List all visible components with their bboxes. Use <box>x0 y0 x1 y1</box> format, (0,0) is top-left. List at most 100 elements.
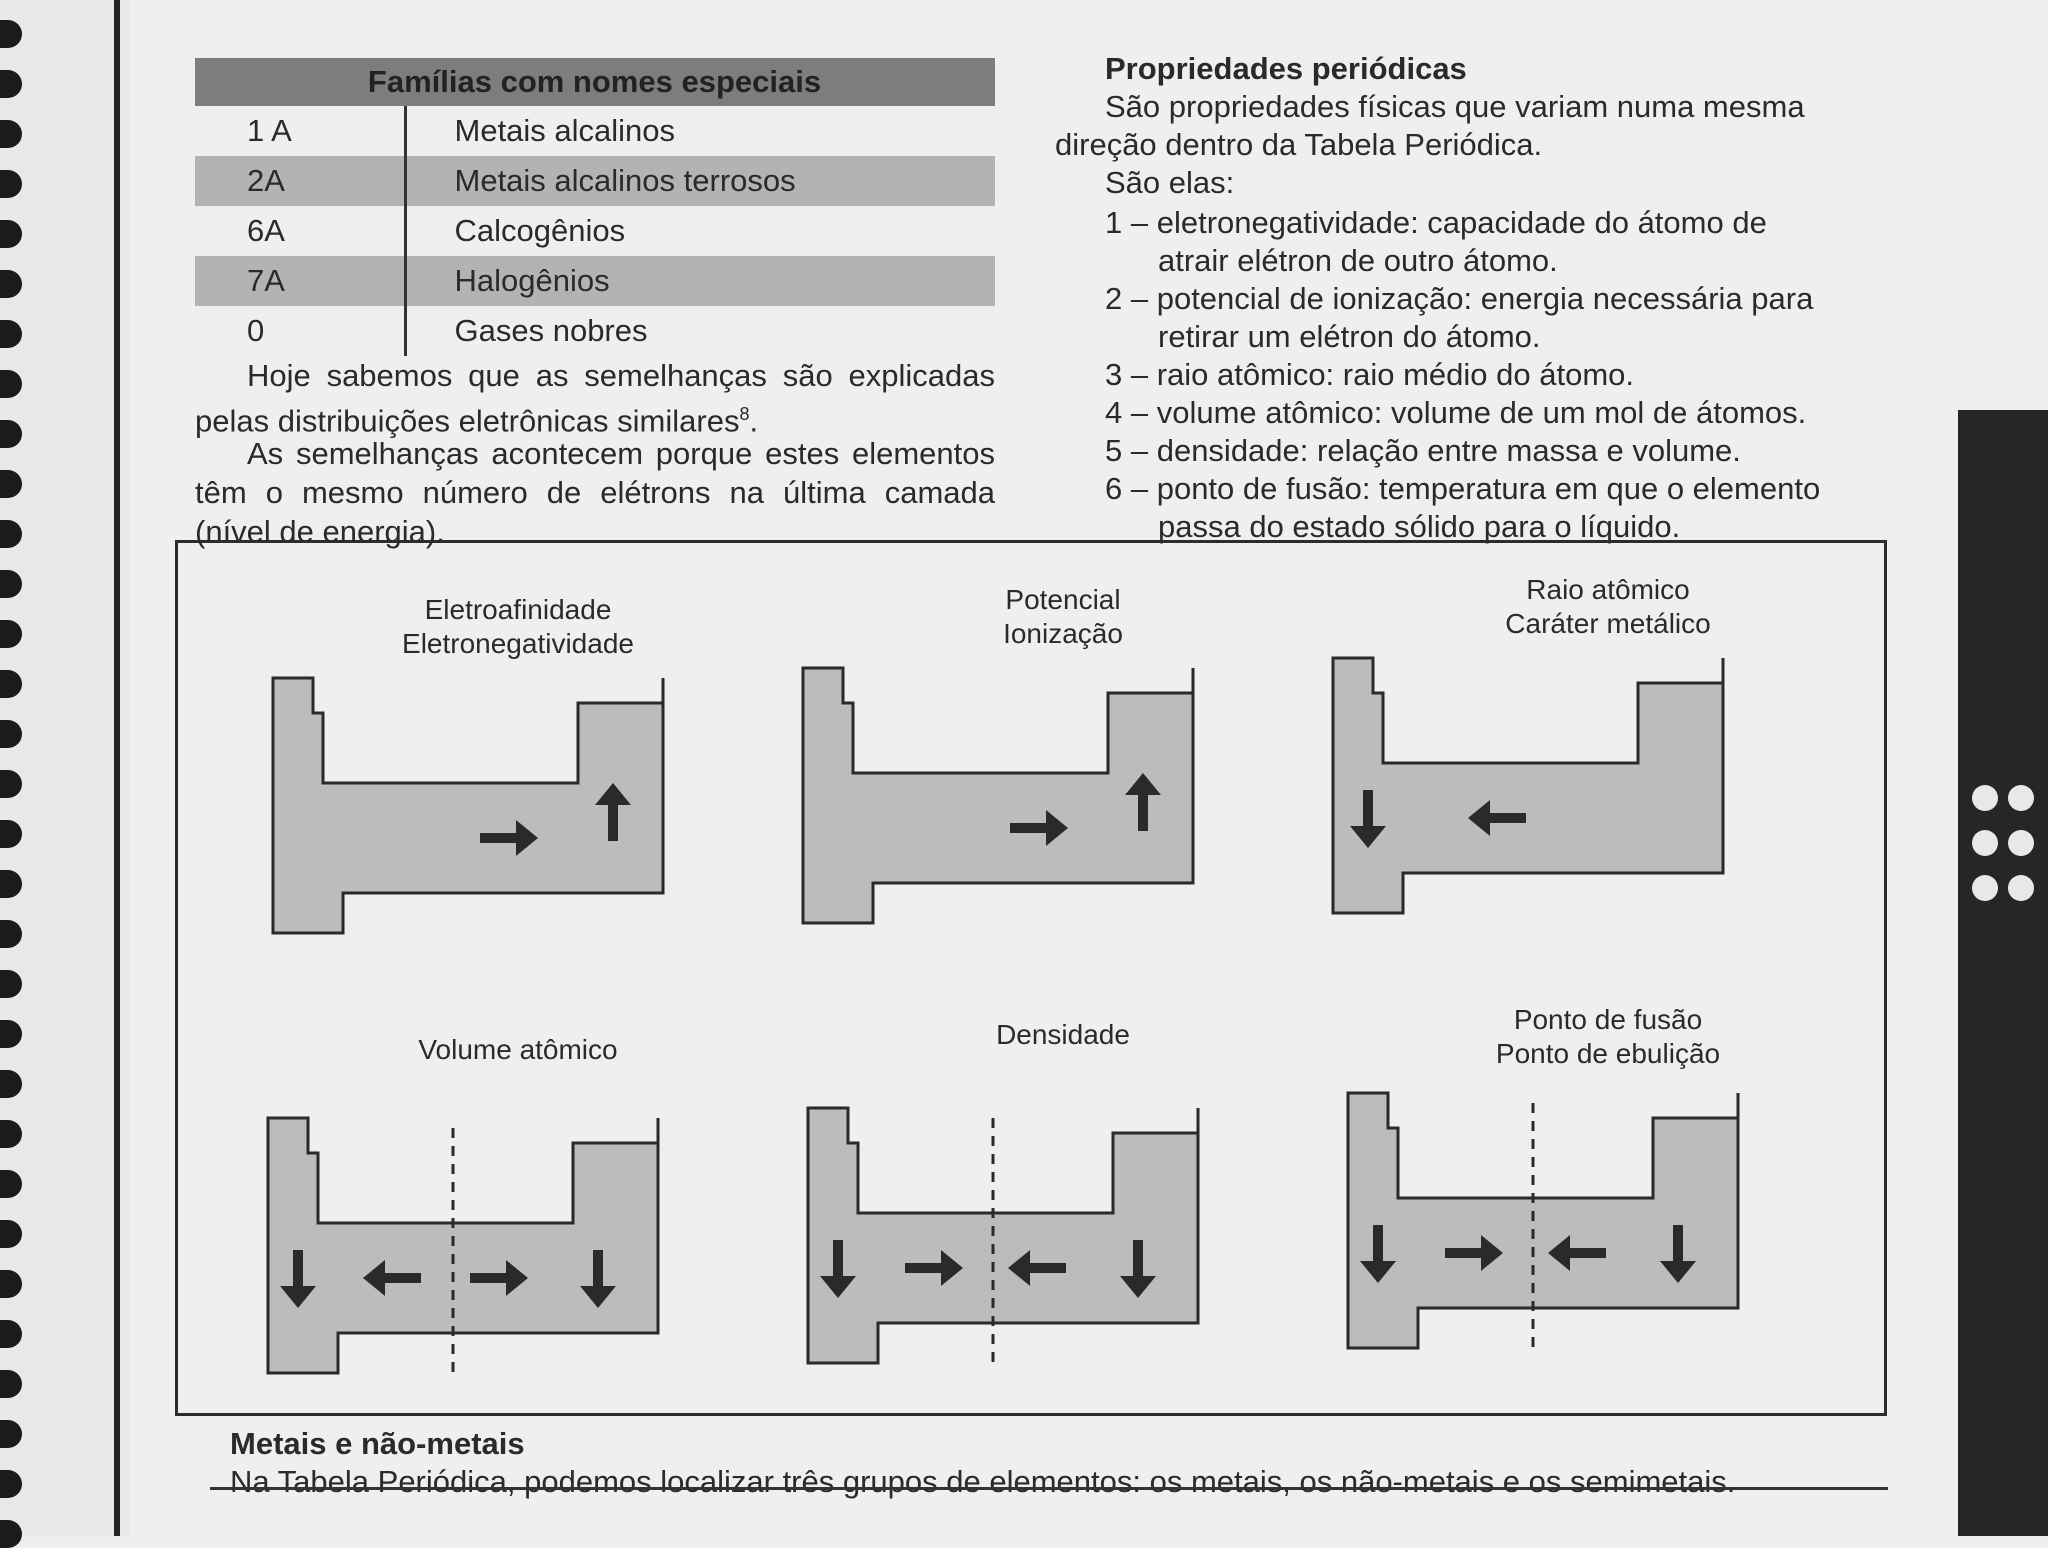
diagram-caption: Potencial Ionização <box>893 583 1233 651</box>
binding-ring <box>0 70 22 98</box>
periodic-table-diagram-atomic-radius <box>1331 656 1725 915</box>
metals-section: Metais e não-metais Na Tabela Periódica,… <box>230 1425 1735 1501</box>
arrow-down-icon <box>1350 790 1386 848</box>
binding-ring <box>0 20 22 48</box>
arrow-up-icon <box>595 783 631 841</box>
decor-hole <box>1972 875 1998 901</box>
section-intro: São propriedades físicas que variam numa… <box>1055 89 1805 162</box>
periodic-table-diagram-atomic-volume <box>266 1116 660 1378</box>
binding-ring <box>0 970 22 998</box>
table-row: 1 A Metais alcalinos <box>195 106 995 156</box>
caption-line: Ionização <box>1003 618 1123 649</box>
similarity-paragraph-2: As semelhanças acontecem porque estes el… <box>195 434 995 551</box>
table-row: 0 Gases nobres <box>195 306 995 356</box>
periodic-table-outline <box>266 1116 660 1375</box>
list-item: 4 – volume atômico: volume de um mol de … <box>1105 395 1807 430</box>
periodic-properties-section: Propriedades periódicas São propriedades… <box>1055 50 1835 546</box>
table-row: 6A Calcogênios <box>195 206 995 256</box>
list-item: 2 – potencial de ionização: energia nece… <box>1105 281 1814 354</box>
family-name-cell: Calcogênios <box>454 213 626 248</box>
periodic-table-outline <box>271 676 665 935</box>
list-item: 5 – densidade: relação entre massa e vol… <box>1105 433 1741 468</box>
periodic-table-diagram-ionization <box>801 666 1195 925</box>
section-text: Na Tabela Periódica, podemos localizar t… <box>230 1464 1736 1499</box>
diagram-caption: Raio atômico Caráter metálico <box>1408 573 1808 641</box>
decor-hole <box>2008 830 2034 856</box>
periodic-table-outline <box>1346 1091 1740 1350</box>
binding-ring <box>0 570 22 598</box>
binding-ring <box>0 820 22 848</box>
binding-ring <box>0 920 22 948</box>
arrow-left-icon <box>1008 1250 1066 1286</box>
caption-line: Ponto de ebulição <box>1495 1038 1721 1069</box>
group-cell: 7A <box>195 256 407 306</box>
caption-line: Eletroafinidade <box>424 594 612 625</box>
arrow-left-icon <box>1468 800 1526 836</box>
binding-ring <box>0 870 22 898</box>
binding-ring <box>0 120 22 148</box>
family-name-cell: Metais alcalinos <box>454 113 676 148</box>
arrow-right-icon <box>470 1260 528 1296</box>
similarity-paragraph: Hoje sabemos que as semelhanças são expl… <box>195 356 995 440</box>
diagram-caption: Densidade <box>893 1018 1233 1052</box>
group-cell: 2A <box>195 156 407 206</box>
binding-ring <box>0 1270 22 1298</box>
caption-line: Caráter metálico <box>1505 608 1711 639</box>
family-name-cell: Metais alcalinos terrosos <box>405 156 995 206</box>
family-name-cell: Gases nobres <box>454 313 648 348</box>
periodic-table-outline <box>1331 656 1725 915</box>
periodic-table-diagram-electronegativity <box>271 676 665 935</box>
arrow-down-icon <box>1120 1240 1156 1298</box>
footnote-ref: 8 <box>739 404 750 424</box>
arrow-down-icon <box>1660 1225 1696 1283</box>
binding-ring <box>0 420 22 448</box>
decor-hole <box>1972 830 1998 856</box>
binding-ring <box>0 1520 22 1548</box>
binding-ring <box>0 1170 22 1198</box>
binding-ring <box>0 1120 22 1148</box>
paragraph-text: As semelhanças acontecem porque estes el… <box>195 436 995 549</box>
binding-ring <box>0 1470 22 1498</box>
decor-hole <box>1972 785 1998 811</box>
arrow-down-icon <box>1360 1225 1396 1283</box>
caption-line: Ponto de fusão <box>1513 1004 1703 1035</box>
periodic-table-diagram-melting-point <box>1346 1091 1740 1353</box>
paragraph-text: Hoje sabemos que as semelhanças são expl… <box>195 358 995 439</box>
list-intro: São elas: <box>1105 165 1235 200</box>
arrow-right-icon <box>480 820 538 856</box>
caption-line: Raio atômico <box>1526 574 1690 605</box>
binding-ring <box>0 220 22 248</box>
arrow-down-icon <box>580 1250 616 1308</box>
table-row: 7A Halogênios <box>195 256 995 306</box>
binding-ring <box>0 520 22 548</box>
diagram-caption: Ponto de fusão Ponto de ebulição <box>1408 1003 1808 1071</box>
arrow-right-icon <box>1445 1235 1503 1271</box>
caption-line: Potencial <box>1005 584 1121 615</box>
family-name-cell: Halogênios <box>405 256 995 306</box>
binding-ring <box>0 320 22 348</box>
notebook-binding <box>0 0 130 1548</box>
caption-line: Volume atômico <box>418 1034 618 1065</box>
binding-ring <box>0 670 22 698</box>
arrow-down-icon <box>280 1250 316 1308</box>
group-cell: 1 A <box>195 106 407 156</box>
diagram-caption: Eletroafinidade Eletronegatividade <box>348 593 688 661</box>
properties-list: 1 – eletronegatividade: capacidade do át… <box>1055 204 1835 546</box>
families-table-header: Famílias com nomes especiais <box>195 58 995 106</box>
list-item: 1 – eletronegatividade: capacidade do át… <box>1105 205 1767 278</box>
list-item: 6 – ponto de fusão: temperatura em que o… <box>1105 471 1821 544</box>
table-row: 2A Metais alcalinos terrosos <box>195 156 995 206</box>
periodic-table-outline <box>806 1106 1200 1365</box>
binding-ring <box>0 170 22 198</box>
right-edge-decoration <box>1958 410 2048 1536</box>
binding-ring <box>0 470 22 498</box>
arrow-right-icon <box>1010 810 1068 846</box>
section-title: Propriedades periódicas <box>1105 51 1467 86</box>
binding-ring <box>0 1320 22 1348</box>
group-cell: 0 <box>195 306 407 356</box>
families-table: Famílias com nomes especiais 1 A Metais … <box>195 58 995 356</box>
paragraph-end: . <box>749 403 759 439</box>
decor-hole <box>2008 785 2034 811</box>
divider <box>210 1487 1888 1490</box>
caption-line: Densidade <box>996 1019 1130 1050</box>
